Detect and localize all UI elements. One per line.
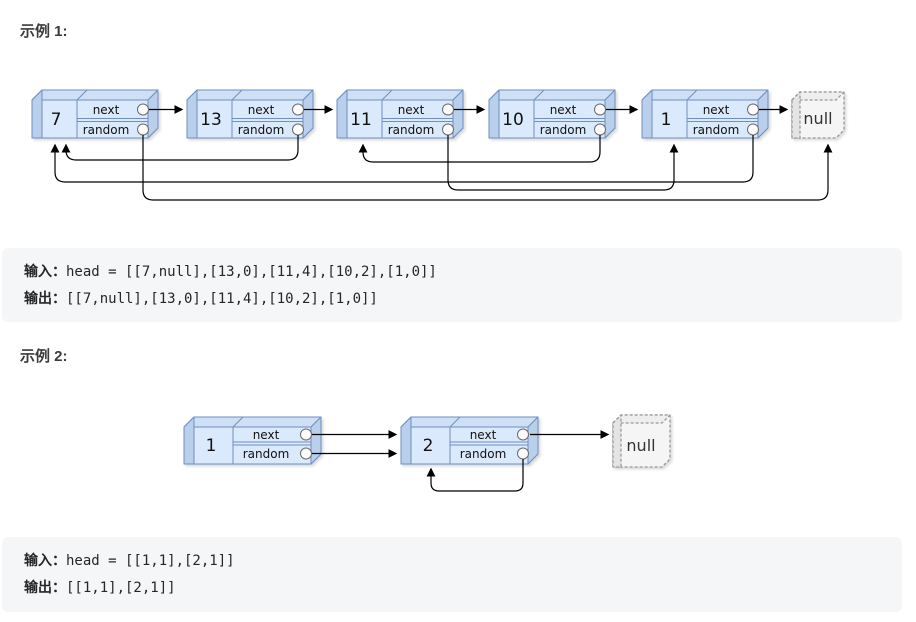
next-label: next <box>703 103 730 117</box>
input-label: 输入： <box>24 264 66 280</box>
null-left-face <box>612 414 622 468</box>
value-divider-top <box>76 89 88 101</box>
null-box: null <box>791 91 845 139</box>
null-box: null <box>612 414 671 468</box>
random-label: random <box>460 447 507 461</box>
node-top-face <box>400 416 539 428</box>
random-arrow-1-to-7 <box>50 135 754 183</box>
list-node-13: 13 next random <box>186 89 314 139</box>
random-label: random <box>238 123 285 137</box>
random-pointer-port <box>517 447 529 460</box>
next-label: next <box>253 428 280 442</box>
node-left-face <box>31 89 43 139</box>
list-node-2: 2 next random <box>400 416 539 465</box>
node-value: 10 <box>502 110 524 130</box>
random-label: random <box>243 447 290 461</box>
output-line: 输出：[[7,null],[13,0],[11,4],[10,2],[1,0]] <box>24 286 880 313</box>
random-arrow-13-to-7 <box>61 135 299 161</box>
list-node-1: 1 next random <box>183 416 322 465</box>
node-value: 13 <box>200 110 222 130</box>
next-label: next <box>248 103 275 117</box>
example1-diagram: 7 next random 13 next random <box>31 89 845 201</box>
random-arrow-11-to-1 <box>447 135 679 191</box>
input-code: head = [[1,1],[2,1]] <box>66 553 235 569</box>
output-code: [[1,1],[2,1]] <box>66 580 176 596</box>
output-label: 输出： <box>24 580 66 596</box>
list-node-10: 10 next random <box>488 89 616 139</box>
input-label: 输入： <box>24 553 66 569</box>
node-top-face <box>186 89 314 101</box>
node-value: 1 <box>661 110 672 130</box>
node-left-face <box>186 89 198 139</box>
random-pointer-port <box>747 123 759 136</box>
node-top-face <box>641 89 769 101</box>
next-pointer-port <box>442 103 454 116</box>
random-arrow-2-to-self <box>426 459 524 492</box>
null-label: null <box>803 109 832 128</box>
value-divider-top <box>533 89 545 101</box>
node-value: 1 <box>206 436 217 456</box>
node-top-face <box>31 89 159 101</box>
next-label: next <box>550 103 577 117</box>
node-left-face <box>336 89 348 139</box>
node-left-face <box>488 89 500 139</box>
output-label: 输出： <box>24 291 66 307</box>
node-left-face <box>183 416 195 465</box>
random-pointer-port <box>300 447 312 460</box>
null-left-face <box>791 91 801 139</box>
next-pointer-port <box>300 428 312 441</box>
value-divider-top <box>381 89 393 101</box>
input-line: 输入：head = [[7,null],[13,0],[11,4],[10,2]… <box>24 259 880 286</box>
example2-diagram: 1 next random 2 next random <box>183 414 671 492</box>
list-node-7: 7 next random <box>31 89 159 139</box>
output-code: [[7,null],[13,0],[11,4],[10,2],[1,0]] <box>66 291 378 307</box>
next-label: next <box>398 103 425 117</box>
random-arrow-10-to-11 <box>358 135 601 163</box>
random-pointer-port <box>594 123 606 136</box>
input-code: head = [[7,null],[13,0],[11,4],[10,2],[1… <box>66 264 437 280</box>
null-label: null <box>626 436 655 455</box>
example1-io-block: 输入：head = [[7,null],[13,0],[11,4],[10,2]… <box>2 248 902 322</box>
node-top-face <box>488 89 616 101</box>
node-value: 2 <box>423 436 434 456</box>
node-left-face <box>641 89 653 139</box>
input-line: 输入：head = [[1,1],[2,1]] <box>24 548 880 575</box>
random-label: random <box>83 123 130 137</box>
next-pointer-port <box>594 103 606 116</box>
example1-heading: 示例 1: <box>20 23 68 40</box>
value-divider-top <box>232 416 244 428</box>
value-divider-top <box>449 416 461 428</box>
value-divider-top <box>231 89 243 101</box>
example2-io-block: 输入：head = [[1,1],[2,1]] 输出：[[1,1],[2,1]] <box>2 537 902 612</box>
random-label: random <box>388 123 435 137</box>
random-arrow-7-to-null <box>142 135 833 201</box>
next-pointer-port <box>747 103 759 116</box>
node-top-face <box>336 89 464 101</box>
random-label: random <box>540 123 587 137</box>
value-divider-top <box>686 89 698 101</box>
next-pointer-port <box>292 103 304 116</box>
random-pointer-port <box>442 123 454 136</box>
node-top-face <box>183 416 322 428</box>
next-pointer-port <box>137 103 149 116</box>
random-pointer-port <box>292 123 304 136</box>
next-label: next <box>470 428 497 442</box>
next-label: next <box>93 103 120 117</box>
list-node-1: 1 next random <box>641 89 769 139</box>
node-left-face <box>400 416 412 465</box>
list-node-11: 11 next random <box>336 89 464 139</box>
random-label: random <box>693 123 740 137</box>
node-value: 7 <box>51 110 62 130</box>
node-value: 11 <box>350 110 372 130</box>
example2-heading: 示例 2: <box>20 348 68 365</box>
random-pointer-port <box>137 123 149 136</box>
next-pointer-port <box>517 428 529 441</box>
output-line: 输出：[[1,1],[2,1]] <box>24 575 880 602</box>
